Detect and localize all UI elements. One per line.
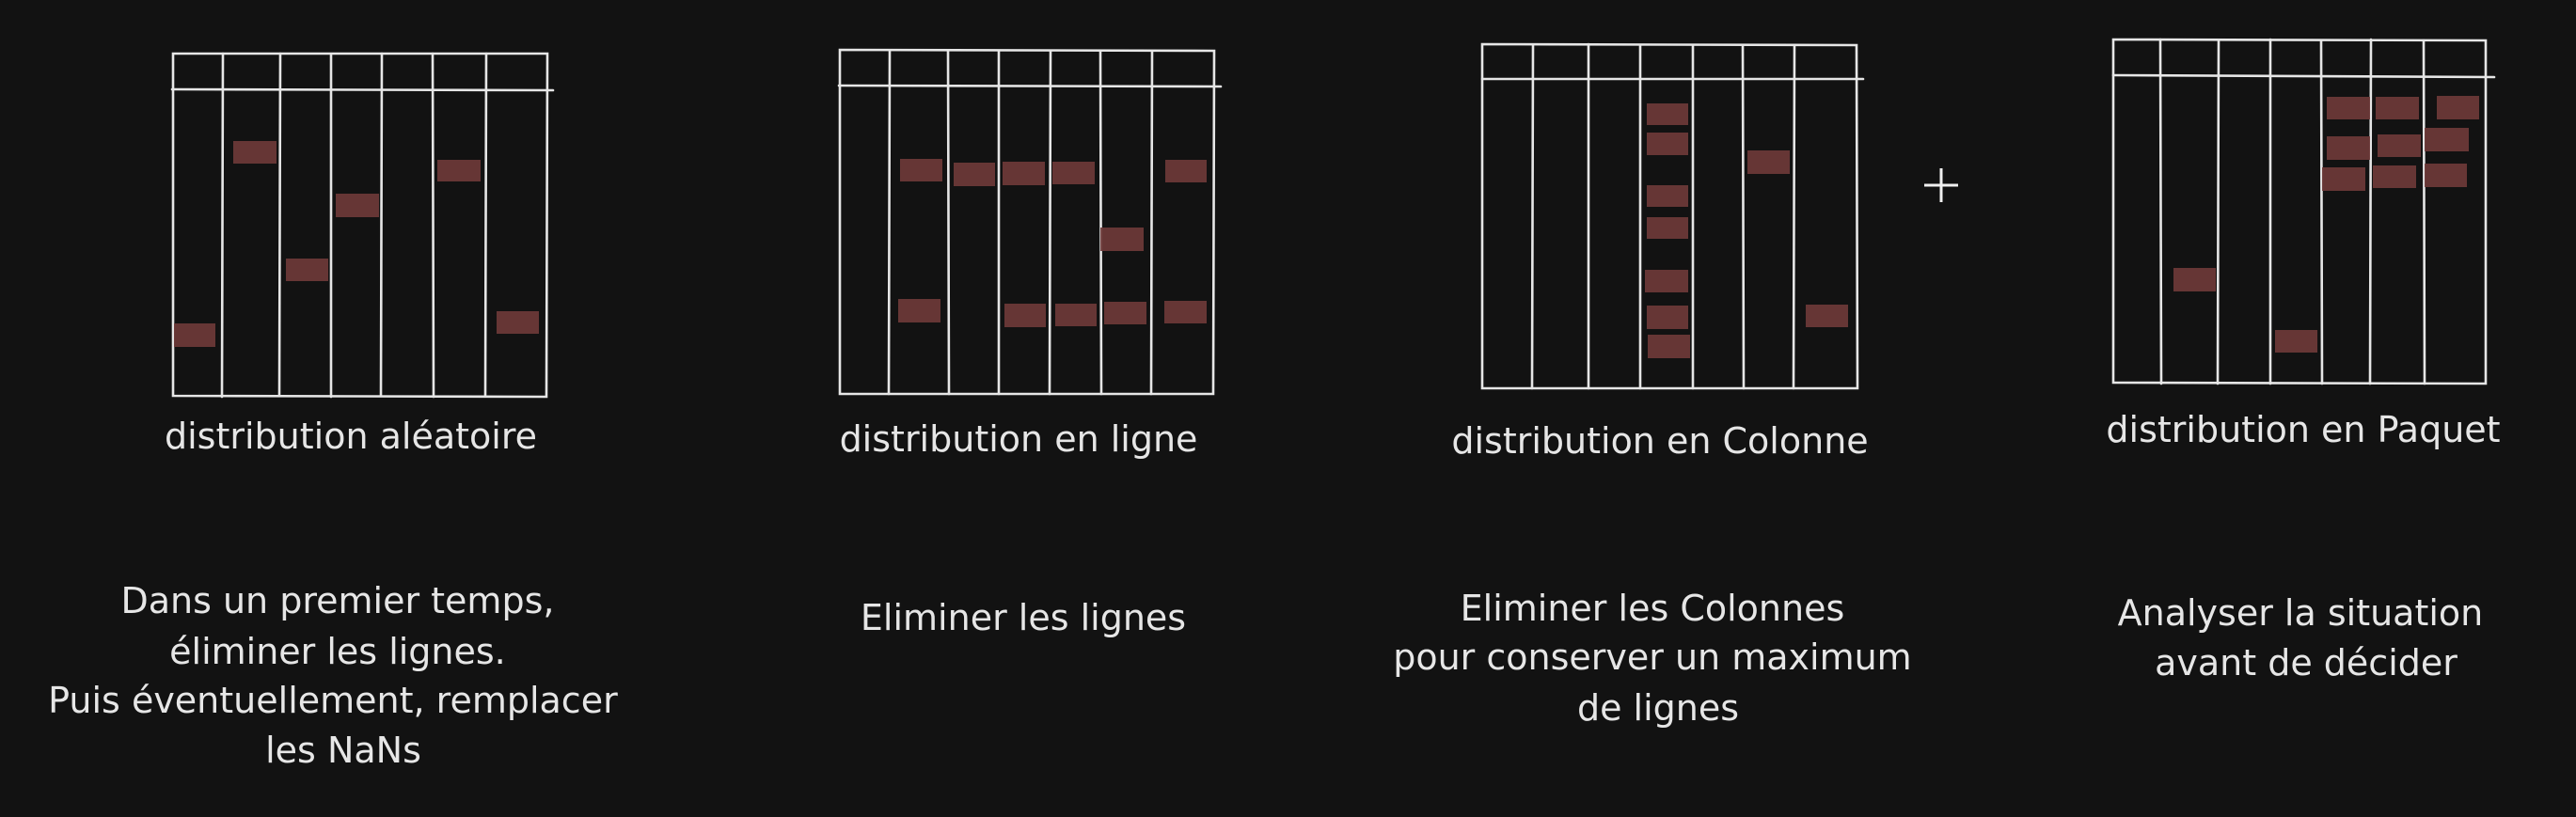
nan-cell — [954, 163, 995, 186]
nan-cells — [1645, 103, 1848, 358]
nan-cell — [2322, 167, 2365, 191]
nan-cell — [1747, 150, 1790, 174]
nan-cell — [900, 159, 942, 181]
nan-cell — [2425, 164, 2467, 187]
nan-cell — [2327, 136, 2370, 160]
nan-cell — [2425, 128, 2469, 151]
nan-cell — [1055, 304, 1097, 326]
nan-cell — [1164, 301, 1207, 323]
nan-cell — [497, 311, 539, 334]
table-grid — [837, 48, 1223, 396]
nan-cell — [1645, 270, 1688, 292]
nan-cell — [1052, 162, 1095, 184]
panel-caption: distribution en ligne — [840, 418, 1198, 460]
nan-cell — [336, 194, 379, 217]
nan-cell — [1648, 335, 1690, 358]
nan-cell — [286, 259, 328, 281]
nan-cell — [2173, 268, 2216, 291]
nan-cells — [898, 159, 1207, 327]
nan-cell — [2437, 96, 2479, 119]
panel-caption: distribution aléatoire — [165, 416, 537, 457]
panel-cluster-distribution: distribution en Paquet Analyser la situa… — [2106, 38, 2501, 683]
table-grid — [170, 52, 555, 399]
panel-random-distribution: distribution aléatoire Dans un premier t… — [48, 52, 629, 771]
panel-column-distribution: distribution en Colonne Eliminer les Col… — [1393, 42, 1923, 729]
nan-cell — [1104, 302, 1146, 324]
panel-description: Dans un premier temps, éliminer les lign… — [48, 580, 629, 771]
panel-caption: distribution en Colonne — [1451, 420, 1868, 462]
nan-cell — [1003, 162, 1045, 185]
nan-cell — [2376, 97, 2419, 119]
nan-cell — [1100, 228, 1144, 251]
panel-description: Analyser la situation avant de décider — [2118, 592, 2495, 683]
nan-cell — [2373, 165, 2416, 188]
table-grid — [2111, 38, 2496, 385]
panel-description: Eliminer les Colonnes pour conserver un … — [1393, 588, 1923, 729]
nan-cell — [898, 299, 940, 322]
nan-cells — [174, 141, 539, 347]
nan-cell — [1647, 185, 1688, 207]
nan-cell — [1165, 160, 1207, 182]
nan-cell — [1647, 133, 1688, 155]
nan-cell — [1806, 305, 1848, 327]
nan-cell — [2327, 97, 2370, 119]
panel-caption: distribution en Paquet — [2106, 409, 2500, 450]
nan-cell — [233, 141, 277, 164]
panel-row-distribution: distribution en ligne Eliminer les ligne… — [837, 48, 1223, 638]
nan-cell — [437, 160, 481, 181]
nan-cells — [2173, 96, 2479, 353]
table-grid — [1480, 42, 1865, 390]
nan-cell — [1647, 306, 1688, 329]
nan-cell — [2378, 134, 2421, 157]
nan-cell — [1647, 103, 1688, 125]
plus-icon — [1924, 168, 1958, 202]
nan-cell — [1647, 217, 1688, 239]
nan-cell — [1004, 304, 1046, 327]
nan-cell — [2275, 330, 2317, 353]
nan-cell — [174, 323, 215, 347]
panel-description: Eliminer les lignes — [861, 597, 1186, 638]
